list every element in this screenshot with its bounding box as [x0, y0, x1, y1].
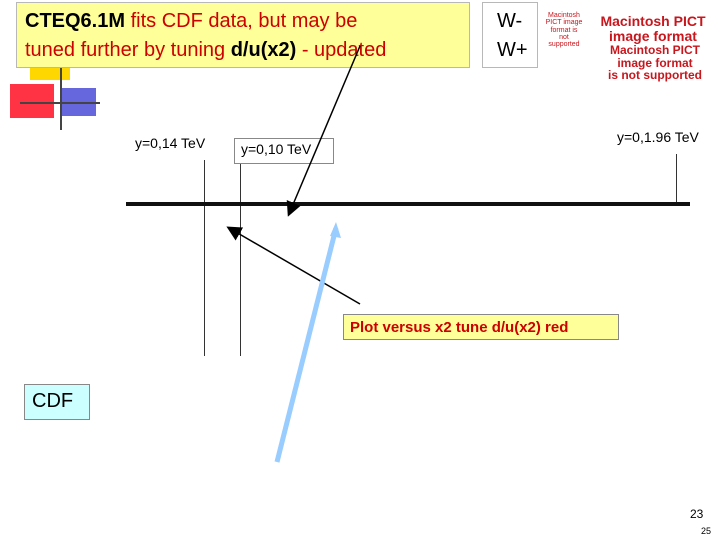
page-number: 25 — [701, 526, 711, 536]
callout-plot-versus: Plot versus x2 tune d/u(x2) red — [343, 314, 619, 340]
arrow-callout-to-curve — [229, 228, 360, 304]
arrow-blue-head — [330, 222, 341, 238]
arrow-blue-curve — [277, 228, 336, 462]
arrow-title-to-plot — [289, 46, 360, 214]
cdf-label: CDF — [24, 384, 90, 420]
slide-number: 23 — [690, 507, 703, 521]
